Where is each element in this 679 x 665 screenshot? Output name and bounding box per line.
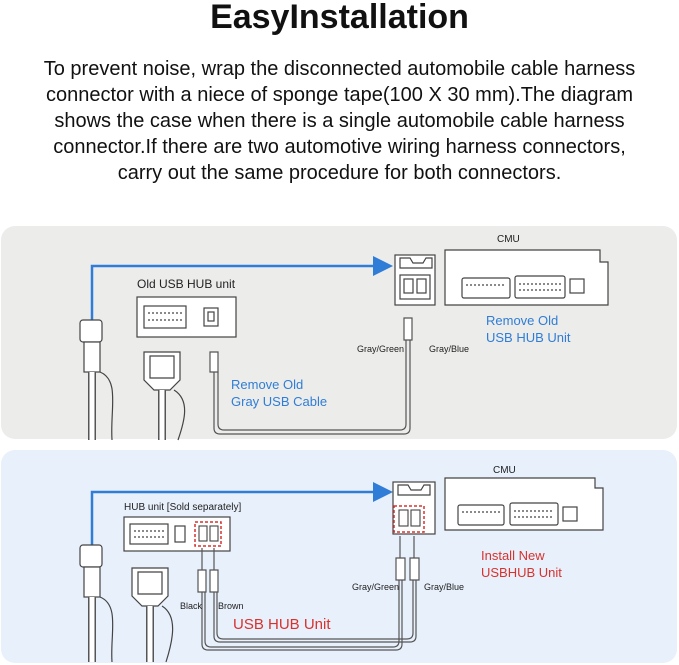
bottom-cmu-label: CMU (493, 465, 516, 476)
bottom-wire-gray-green: Gray/Green (352, 582, 399, 592)
top-hub-harness (143, 351, 186, 441)
bottom-note-install-line2: USBHUB Unit (481, 565, 562, 580)
bottom-routing-line (90, 482, 393, 545)
bottom-wire-black: Black (180, 601, 203, 611)
top-diagram: CMU Old USB HUB unit (79, 234, 609, 441)
top-routing-line (90, 256, 393, 320)
bottom-wire-brown: Brown (218, 601, 244, 611)
top-note-cable-line2: Gray USB Cable (231, 394, 327, 409)
bottom-cmu-unit (392, 477, 604, 535)
intro-line: connector with a niece of sponge tape(10… (46, 84, 633, 106)
intro-paragraph: To prevent noise, wrap the disconnected … (0, 56, 679, 186)
intro-line: shows the case when there is a single au… (54, 110, 625, 132)
top-wire-gray-blue: Gray/Blue (429, 344, 469, 354)
top-cmu-unit (394, 249, 609, 306)
intro-line: connector.If there are two automotive wi… (53, 136, 626, 158)
bottom-wire-gray-blue: Gray/Blue (424, 582, 464, 592)
bottom-note-install-line1: Install New (481, 548, 545, 563)
page-title: EasyInstallation (210, 0, 469, 36)
top-wire-gray-green: Gray/Green (357, 344, 404, 354)
top-vehicle-harness (79, 319, 114, 441)
bottom-note-hub: USB HUB Unit (233, 616, 331, 633)
top-gray-usb-cable (209, 317, 413, 435)
intro-line: To prevent noise, wrap the disconnected … (43, 58, 636, 80)
top-old-hub-unit (136, 296, 237, 338)
top-note-cmu-line1: Remove Old (486, 313, 558, 328)
bottom-hub-harness (131, 567, 174, 663)
bottom-hub-new-port (194, 521, 222, 547)
bottom-cmu-new-port (393, 505, 425, 533)
top-note-cable-line1: Remove Old (231, 377, 303, 392)
bottom-vehicle-harness (79, 544, 114, 663)
top-hub-label: Old USB HUB unit (137, 277, 236, 291)
top-cmu-label: CMU (497, 234, 520, 245)
top-note-cmu-line2: USB HUB Unit (486, 330, 571, 345)
bottom-diagram: CMU HUB unit [Sold separately] (79, 465, 604, 663)
bottom-usb-cables (197, 536, 420, 651)
intro-line: carry out the same procedure for both co… (117, 162, 562, 184)
bottom-hub-label: HUB unit [Sold separately] (124, 502, 242, 513)
